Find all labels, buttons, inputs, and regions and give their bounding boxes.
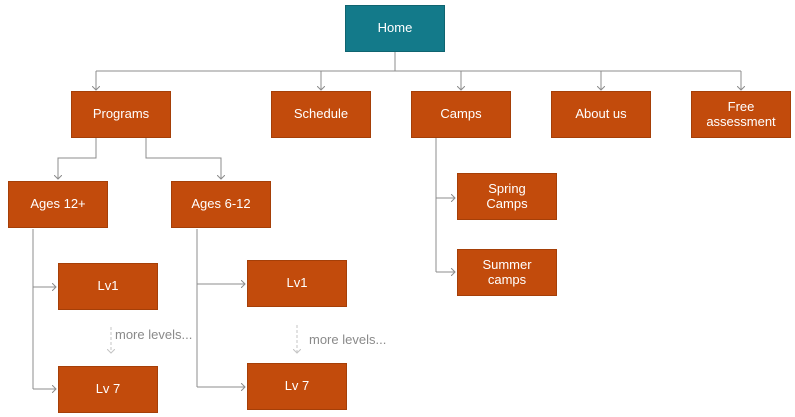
home-node[interactable]: Home	[345, 5, 445, 52]
programs-node[interactable]: Programs	[71, 91, 171, 138]
camps-branch-lines	[435, 138, 455, 272]
about-us-node[interactable]: About us	[551, 91, 651, 138]
summer-camps-node[interactable]: Summer camps	[457, 249, 557, 296]
camps-node[interactable]: Camps	[411, 91, 511, 138]
more-levels-note-ages-12-plus: more levels...	[115, 327, 193, 342]
more-levels-dashed-arrows	[111, 325, 297, 353]
ages-6-12-level-1-node[interactable]: Lv1	[247, 260, 347, 307]
ages-6-12-node[interactable]: Ages 6-12	[171, 181, 271, 228]
schedule-node[interactable]: Schedule	[271, 91, 371, 138]
home-branch-lines	[96, 52, 741, 90]
spring-camps-node[interactable]: Spring Camps	[457, 173, 557, 220]
ages-6-12-level-lines	[196, 229, 245, 387]
more-levels-note-ages-6-12: more levels...	[309, 332, 387, 347]
ages-12-plus-level-7-node[interactable]: Lv 7	[58, 366, 158, 413]
ages-12-plus-level-1-node[interactable]: Lv1	[58, 263, 158, 310]
ages-12-plus-node[interactable]: Ages 12+	[8, 181, 108, 228]
ages-12-plus-level-lines	[32, 229, 56, 389]
programs-branch-lines	[58, 138, 221, 179]
ages-6-12-level-7-node[interactable]: Lv 7	[247, 363, 347, 410]
free-assessment-node[interactable]: Free assessment	[691, 91, 791, 138]
